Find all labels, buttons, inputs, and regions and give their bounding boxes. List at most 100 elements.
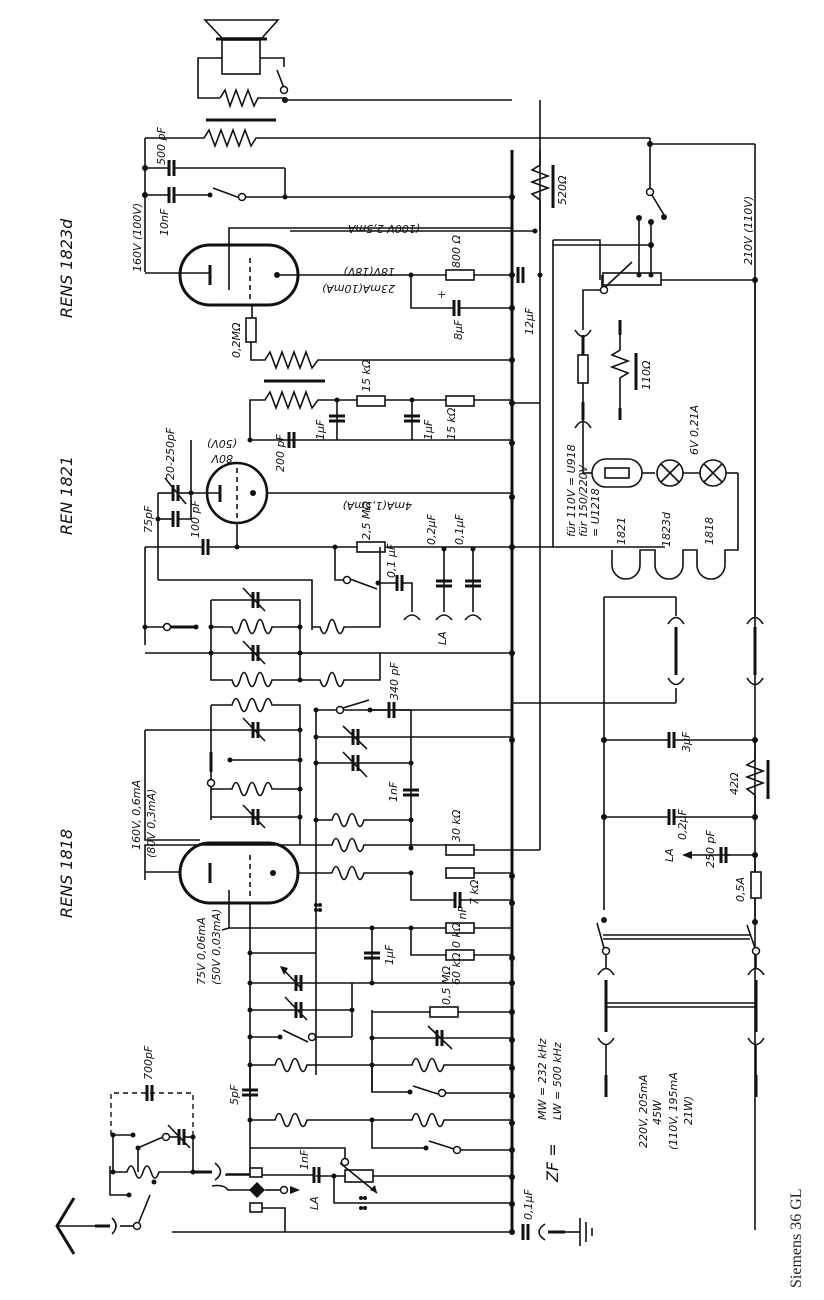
label-zf: ZF =: [543, 1143, 562, 1183]
resistor-15k-a: [356, 395, 386, 407]
label-4ma: 4mA(1,5mA): [342, 499, 412, 512]
label-1nf: 1nF: [387, 781, 400, 802]
interstage-transformer-secondary: [250, 342, 512, 371]
label-15k-a: 15 kΩ: [360, 359, 373, 392]
label-15k-b: 15 kΩ: [445, 407, 458, 440]
tube-label-ren1821: REN 1821: [57, 456, 76, 535]
coil-7: [316, 812, 411, 828]
resistor-25mohm: [356, 541, 386, 553]
label-power-3: (110V, 195mA: [667, 1072, 680, 1150]
output-transformer-primary: [145, 127, 650, 149]
coil-13: [372, 1112, 512, 1128]
coil-6: [211, 781, 300, 797]
label-20-250pf: 20-250pF: [164, 427, 177, 480]
label-02mohm: 0,2MΩ: [230, 322, 243, 358]
label-100v-25ma: (100V 2,5mA: [348, 222, 420, 235]
label-160v-100v: 160V (100V): [131, 203, 144, 272]
heater-label-1821: 1821: [615, 517, 628, 545]
label-01uf: 0,1 μF: [385, 543, 398, 578]
coil-3: [312, 547, 381, 635]
resistor-40k: [445, 922, 475, 934]
heater-label-1823d: 1823d: [660, 511, 673, 547]
diagram-caption: Siemens 36 GL: [788, 1188, 805, 1288]
heater-filaments: [611, 473, 739, 580]
label-30k: 30 kΩ: [450, 809, 463, 842]
label-fuse: 0,5A: [734, 877, 747, 902]
antenna-coil: [113, 1165, 193, 1179]
fuse-05a: [750, 871, 762, 899]
label-5pf: 5pF: [228, 1084, 241, 1105]
label-la-1: LA: [436, 631, 449, 645]
label-la-3: LA: [308, 1196, 321, 1210]
label-lamp-6v: 6V 0,21A: [688, 405, 701, 455]
label-la-2: LA: [663, 848, 676, 862]
label-210v: 210V (110V): [742, 196, 755, 265]
label-80v-03ma: (80V 0,3mA): [145, 789, 158, 858]
label-25mohm: 2,5 MΩ: [360, 501, 373, 540]
label-05mohm: 0,5 MΩ: [440, 966, 453, 1005]
label-100pf: 100 pF: [189, 500, 202, 538]
label-60k: 60 kΩ: [450, 952, 463, 985]
label-3uf: 3μF: [680, 731, 693, 752]
label-700pf: 700pF: [142, 1045, 155, 1080]
volume-potentiometer: [344, 1169, 374, 1183]
coil-4: [300, 653, 381, 688]
label-250pf: 250 pF: [704, 830, 717, 868]
coil-5: [211, 697, 301, 760]
label-40k: 40 kΩ: [450, 922, 463, 955]
coil-11: [372, 1057, 512, 1073]
label-75v: 75V 0,06mA: [195, 917, 208, 985]
label-urdox-1: für 110V = U918: [565, 444, 578, 537]
label-1nf-c: 1nF: [298, 1149, 311, 1170]
resistor-520ohm: [529, 150, 551, 231]
label-01uf-c: 0,1μF: [522, 1189, 535, 1220]
label-1uf-b: 1μF: [422, 419, 435, 440]
speaker-icon: [197, 19, 512, 109]
label-500pf: 500 pF: [155, 127, 168, 165]
resistor-30k: [445, 844, 475, 856]
resistor-15k-b: [445, 395, 475, 407]
tube-label-rens1818: RENS 1818: [57, 829, 76, 918]
coil-8: [211, 837, 446, 853]
label-80v: 80V: [210, 452, 233, 465]
label-1uf-c: 1μF: [383, 944, 396, 965]
antenna-icon: [55, 1197, 117, 1255]
label-lw-freq: LW = 500 kHz: [551, 1042, 564, 1120]
svg-text:+: +: [437, 288, 446, 301]
label-800ohm: 800 Ω: [450, 235, 463, 268]
label-02uf-b: 0,2μF: [676, 809, 689, 840]
label-7k: 7 kΩ: [468, 879, 481, 905]
label-340pf: 340 pF: [388, 662, 401, 700]
resistor-800ohm: [445, 269, 475, 281]
pilot-lamp-2-icon: [699, 459, 727, 487]
label-110ohm: 110Ω: [640, 360, 653, 390]
label-1uf-a: 1μF: [314, 419, 327, 440]
label-160v-06ma: 160V, 0,6mA: [130, 780, 143, 850]
tube-label-rens1823d: RENS 1823d: [57, 218, 76, 318]
coil-10: [250, 1057, 372, 1073]
label-power-4: 21W): [682, 1096, 695, 1125]
label-02uf: 0,2μF: [425, 514, 438, 545]
label-50v: (50V): [207, 437, 237, 450]
resistor-7k: [445, 867, 475, 879]
label-01uf-b: 0,1μF: [453, 514, 466, 545]
label-200pf: 200 pF: [274, 434, 287, 472]
label-8uf: 8μF: [452, 319, 465, 340]
resistor-02mohm: [245, 317, 257, 343]
label-power-1: 220V, 205mA: [637, 1075, 650, 1149]
label-power-2: 45W: [651, 1099, 664, 1125]
label-10nf: 10nF: [158, 208, 171, 236]
label-mw-freq: MW = 232 kHz: [536, 1038, 549, 1120]
pilot-lamp-1-icon: [656, 459, 684, 487]
label-520ohm: 520Ω: [556, 175, 569, 205]
tube-rens1818: [145, 841, 332, 1100]
label-23ma: 23mA(10mA): [322, 282, 395, 295]
interstage-transformer-primary: [249, 389, 512, 440]
label-50v-003ma: (50V 0,03mA): [210, 909, 223, 985]
coil-1: [211, 618, 300, 635]
coil-12: [250, 1112, 372, 1128]
tone-switch: [212, 187, 241, 199]
resistor-110ohm: [609, 335, 631, 408]
label-75pf: 75pF: [142, 505, 155, 533]
